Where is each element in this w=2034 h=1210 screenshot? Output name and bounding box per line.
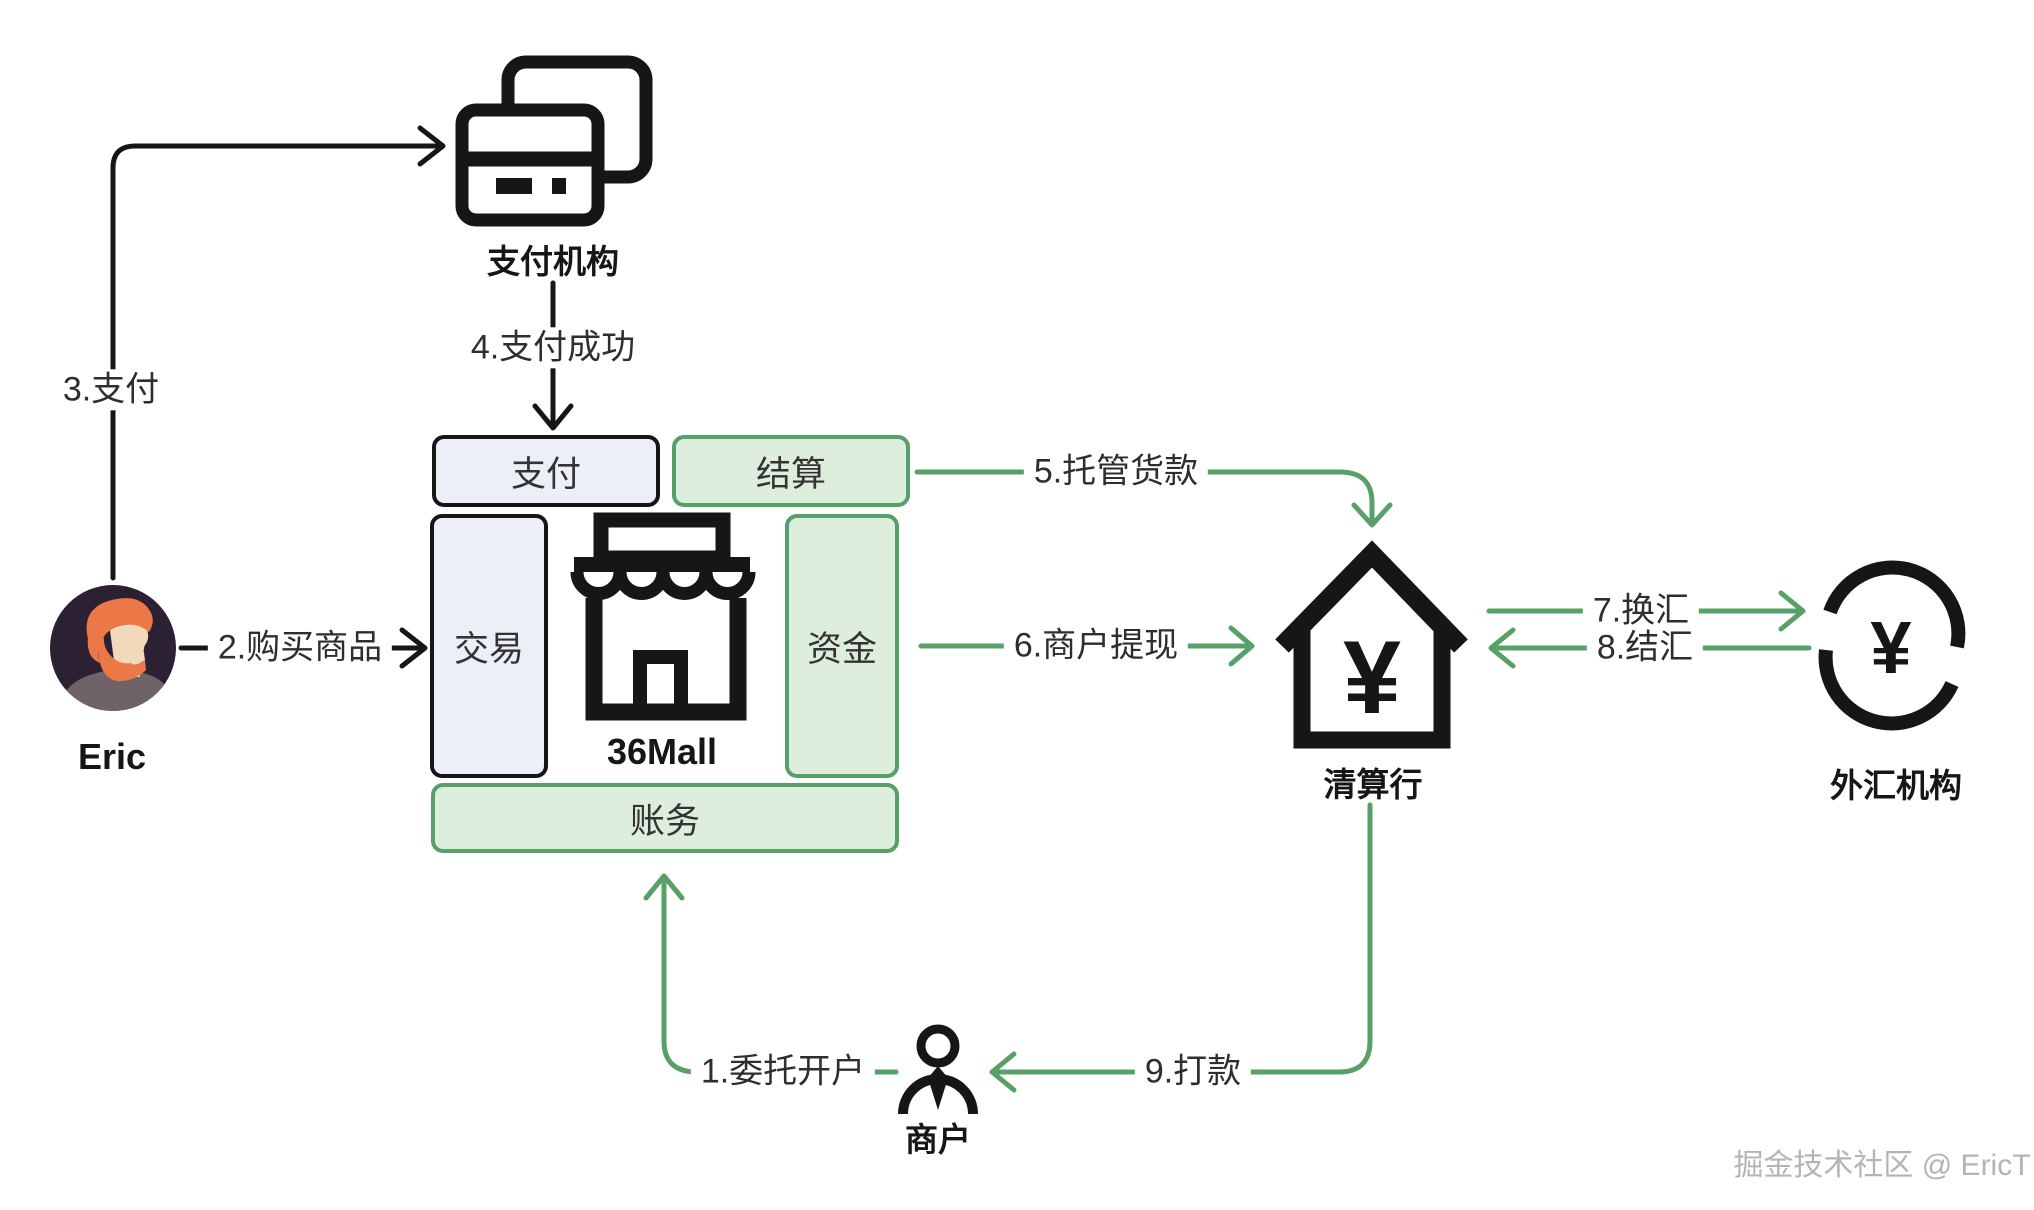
clearing-bank-icon: ¥	[1275, 540, 1468, 749]
flow-label-4: 4.支付成功	[460, 327, 646, 369]
module-label-trade: 交易	[453, 629, 524, 669]
flow-5-arrowhead	[1351, 502, 1393, 528]
flow-label-5: 5.托管货款	[1023, 451, 1209, 493]
flow-1-arrowhead	[643, 873, 685, 901]
flow-3-line	[110, 143, 440, 581]
flow-6-arrowhead	[1228, 625, 1255, 667]
module-label-account: 账务	[629, 801, 700, 841]
flow-label-2: 2.购买商品	[207, 627, 393, 669]
flow-label-7: 7.换汇	[1582, 590, 1700, 632]
avatar-beard-edge	[128, 660, 146, 680]
flow-label-6: 6.商户提现	[1003, 625, 1189, 667]
flow-7-arrowhead	[1778, 590, 1806, 632]
label-mall: 36Mall	[606, 731, 718, 773]
flow-label-3: 3.支付	[52, 369, 170, 411]
flow-9-line	[994, 802, 1373, 1075]
module-box-account: 账务	[431, 783, 899, 853]
module-box-pay: 支付	[432, 435, 660, 507]
module-label-fund: 资金	[806, 629, 877, 669]
credit-card-icon	[455, 55, 653, 227]
label-user: Eric	[77, 736, 147, 778]
currency-exchange-icon: ¥	[1818, 560, 1966, 731]
user-avatar	[50, 585, 176, 711]
flow-label-8: 8.结汇	[1586, 627, 1704, 669]
label-merchant: 商户	[905, 1120, 971, 1158]
flow-label-9: 9.打款	[1134, 1051, 1252, 1093]
module-box-trade: 交易	[430, 514, 548, 778]
label-clearing-bank: 清算行	[1323, 765, 1423, 803]
flow-3-arrowhead	[417, 125, 446, 167]
flow-label-1: 1.委托开户	[690, 1051, 876, 1093]
merchant-person-icon	[898, 1024, 978, 1115]
label-fx-institution: 外汇机构	[1830, 766, 1962, 804]
flow-5-line	[914, 469, 1375, 524]
flow-2-arrowhead	[399, 627, 428, 669]
watermark: 掘金技术社区 @ EricT	[1733, 1149, 2031, 1182]
module-label-settle: 结算	[755, 454, 826, 494]
storefront-icon	[570, 512, 756, 721]
avatar-hair	[86, 598, 153, 663]
label-payment-institution: 支付机构	[487, 242, 619, 280]
module-box-settle: 结算	[672, 435, 910, 507]
flow-9-arrowhead	[989, 1051, 1017, 1093]
avatar-shoulders	[56, 670, 173, 711]
avatar-beard	[98, 637, 132, 682]
module-label-pay: 支付	[510, 454, 581, 494]
flow-8-arrowhead	[1488, 627, 1516, 669]
flow-4-arrowhead	[532, 403, 574, 431]
yen-symbol: ¥	[1870, 606, 1911, 689]
flow-1-line	[661, 878, 899, 1075]
yen-symbol: ¥	[1343, 620, 1401, 736]
module-box-fund: 资金	[785, 514, 899, 778]
